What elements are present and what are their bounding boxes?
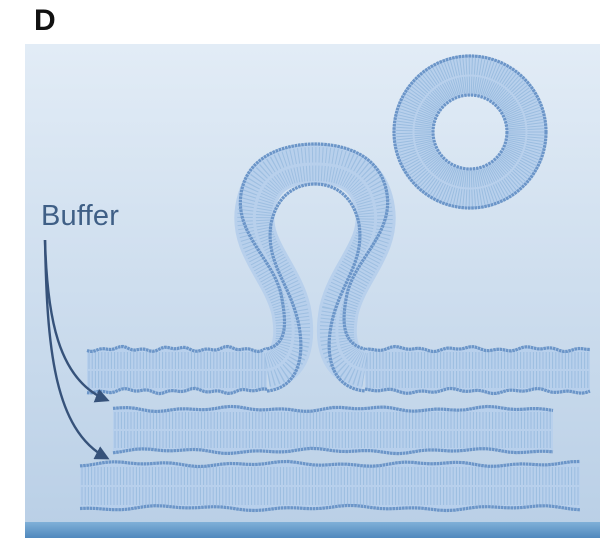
bilayer-bottom bbox=[80, 462, 580, 511]
substrate bbox=[25, 522, 600, 538]
buffer-label: Buffer bbox=[41, 199, 119, 233]
bilayer-middle bbox=[113, 406, 553, 453]
bilayer-top-left bbox=[87, 347, 267, 394]
bilayer-top-right bbox=[365, 347, 590, 394]
diagram-canvas bbox=[25, 44, 600, 538]
bilayer-bottom-body bbox=[80, 462, 580, 511]
bilayer-top-left-body bbox=[87, 347, 267, 394]
panel-letter: D bbox=[34, 4, 56, 38]
diagram-panel bbox=[25, 44, 600, 538]
